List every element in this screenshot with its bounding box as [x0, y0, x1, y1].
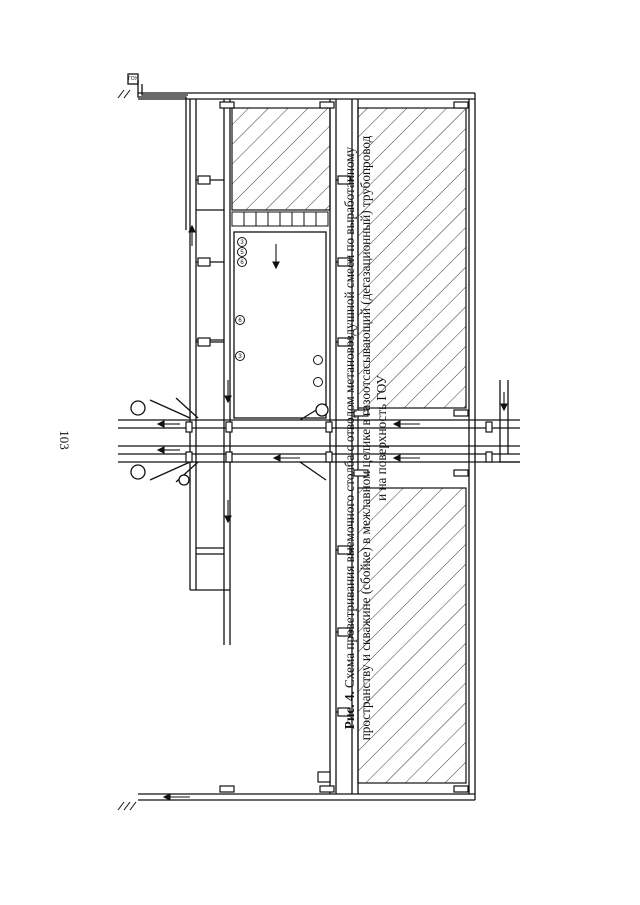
caption-line-1: Рис. 4. Схема проветривания выемочного с… [342, 8, 358, 868]
marker-label-2: 5 [240, 250, 244, 256]
marker-label-4: 6 [238, 318, 242, 324]
caption-text-1: Схема проветривания выемочного столба с … [342, 146, 357, 692]
marker-label-3: 6 [240, 260, 244, 266]
figure-caption: Рис. 4. Схема проветривания выемочного с… [342, 8, 390, 868]
figure-label: Рис. 4. [342, 691, 357, 730]
goaf-zone-lower-right [357, 487, 467, 784]
goaf-zone-upper-right [357, 107, 467, 409]
caption-line-2: пространству и скважине (сбойке) в межла… [358, 135, 373, 741]
marker-label-5: 3 [238, 354, 242, 360]
marker-label-1: 3 [240, 240, 244, 246]
surface-unit-label: ГОУ [128, 76, 138, 82]
goaf-zone-upper-left [231, 107, 331, 211]
caption-line-3: и на поверхность ГОУ [374, 375, 389, 501]
